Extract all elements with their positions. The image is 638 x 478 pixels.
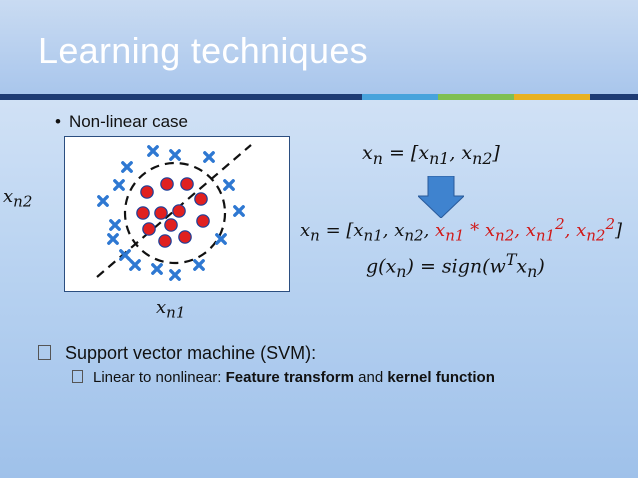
sub-bullet-and: and bbox=[353, 369, 388, 386]
eq3-g: g(x bbox=[366, 255, 397, 278]
class-cross-point bbox=[147, 145, 159, 157]
eq1-lhs-sub: n bbox=[372, 148, 383, 168]
bullet-box-icon bbox=[38, 345, 51, 360]
class-cross-point bbox=[97, 195, 109, 207]
sub-bullet-kernel-function: kernel function bbox=[387, 369, 495, 386]
eq2-c2: , bbox=[423, 220, 436, 241]
class-circle-point bbox=[180, 177, 194, 191]
class-cross-point bbox=[193, 259, 205, 271]
bullet-nonlinear-text: Non-linear case bbox=[68, 112, 189, 131]
down-arrow-icon bbox=[418, 176, 464, 218]
eq2-times: * x bbox=[464, 220, 496, 241]
axis-y-var: x bbox=[3, 186, 14, 207]
class-circle-point bbox=[172, 204, 186, 218]
eq2-rsub2: n2 bbox=[495, 226, 515, 245]
eq1-comma: , x bbox=[449, 142, 473, 164]
eq1-rhs: = [x bbox=[388, 142, 430, 164]
bullet-svm: Support vector machine (SVM): bbox=[38, 343, 316, 364]
eq3-sup: T bbox=[505, 250, 517, 269]
bullet-nonlinear: • Non-linear case bbox=[55, 112, 188, 132]
slide-title: Learning techniques bbox=[38, 30, 368, 71]
eq2-red1: x bbox=[435, 220, 446, 241]
class-cross-point bbox=[121, 161, 133, 173]
class-circle-point bbox=[142, 222, 156, 236]
class-cross-point bbox=[151, 263, 163, 275]
class-circle-point bbox=[178, 230, 192, 244]
accent-bar-navy-end bbox=[590, 94, 638, 100]
title-band bbox=[0, 0, 638, 94]
class-circle-point bbox=[160, 177, 174, 191]
class-cross-point bbox=[113, 179, 125, 191]
accent-bar-navy bbox=[0, 94, 362, 100]
eq3-g-sub: n bbox=[396, 262, 407, 282]
class-cross-point bbox=[203, 151, 215, 163]
class-circle-point bbox=[140, 185, 154, 199]
class-cross-point bbox=[169, 149, 181, 161]
class-circle-point bbox=[196, 214, 210, 228]
sub-bullet-box-icon bbox=[72, 370, 83, 383]
axis-label-xn1: xn1 bbox=[156, 297, 185, 322]
axis-y-sub: n2 bbox=[13, 192, 33, 211]
eq3-x: x bbox=[516, 255, 528, 278]
sub-bullet-linear-nonlinear: Linear to nonlinear: Feature transform a… bbox=[72, 369, 495, 386]
class-cross-point bbox=[233, 205, 245, 217]
class-cross-point bbox=[119, 249, 131, 261]
eq2-c3: , x bbox=[514, 220, 536, 241]
accent-bar-green bbox=[438, 94, 514, 100]
class-cross-point bbox=[223, 179, 235, 191]
eq2-c4: , x bbox=[564, 220, 587, 241]
equation-feature-vector: xn = [xn1, xn2] bbox=[362, 142, 500, 168]
eq3-mid: ) = sign(w bbox=[406, 255, 506, 278]
accent-bar-gold bbox=[514, 94, 590, 100]
axis-label-xn2: xn2 bbox=[3, 186, 32, 211]
eq3-x-sub: n bbox=[527, 262, 538, 282]
scatter-svg bbox=[96, 144, 252, 281]
eq2-rsub4: n2 bbox=[586, 226, 606, 245]
class-circle-point bbox=[164, 218, 178, 232]
sub-bullet-feature-transform: Feature transform bbox=[225, 369, 354, 386]
eq2-lhs-sub: n bbox=[310, 226, 320, 245]
axis-x-var: x bbox=[156, 297, 167, 318]
eq2-sub1: n1 bbox=[363, 226, 383, 245]
equation-decision-function: g(xn) = sign(wTxn) bbox=[366, 250, 545, 281]
eq2-lhs: x bbox=[300, 220, 311, 241]
eq2-c1: , x bbox=[382, 220, 405, 241]
class-circle-point bbox=[158, 234, 172, 248]
eq2-pow1: 2 bbox=[555, 215, 565, 233]
scatter-figure bbox=[64, 136, 290, 292]
eq2-rsub1: n1 bbox=[445, 226, 465, 245]
class-circle-point bbox=[194, 192, 208, 206]
class-cross-point bbox=[107, 233, 119, 245]
eq1-sub1: n1 bbox=[429, 148, 450, 168]
eq2-sub2: n2 bbox=[404, 226, 424, 245]
bullet-dot-icon: • bbox=[55, 112, 61, 131]
equation-transformed-vector: xn = [xn1, xn2, xn1 * xn2, xn12, xn22] bbox=[300, 215, 622, 245]
class-cross-point bbox=[215, 233, 227, 245]
class-circle-point bbox=[154, 206, 168, 220]
bullet-svm-text: Support vector machine (SVM): bbox=[65, 343, 317, 363]
sub-bullet-prefix: Linear to nonlinear: bbox=[93, 369, 226, 386]
accent-bar-blue bbox=[362, 94, 438, 100]
class-circle-point bbox=[136, 206, 150, 220]
eq3-close: ) bbox=[537, 255, 545, 278]
eq1-close: ] bbox=[492, 142, 500, 164]
circular-boundary bbox=[123, 161, 227, 265]
eq1-sub2: n2 bbox=[472, 148, 493, 168]
class-cross-point bbox=[169, 269, 181, 281]
eq2-pow2: 2 bbox=[605, 215, 615, 233]
eq2-open: = [x bbox=[325, 220, 364, 241]
class-cross-point bbox=[109, 219, 121, 231]
eq2-rsub3: n1 bbox=[535, 226, 556, 245]
eq1-lhs: x bbox=[362, 142, 373, 164]
eq2-close: ] bbox=[615, 220, 623, 241]
class-cross-point bbox=[129, 259, 141, 271]
axis-x-sub: n1 bbox=[166, 303, 186, 322]
eq2-red-terms: xn1 * xn2, xn12, xn22 bbox=[435, 215, 615, 245]
